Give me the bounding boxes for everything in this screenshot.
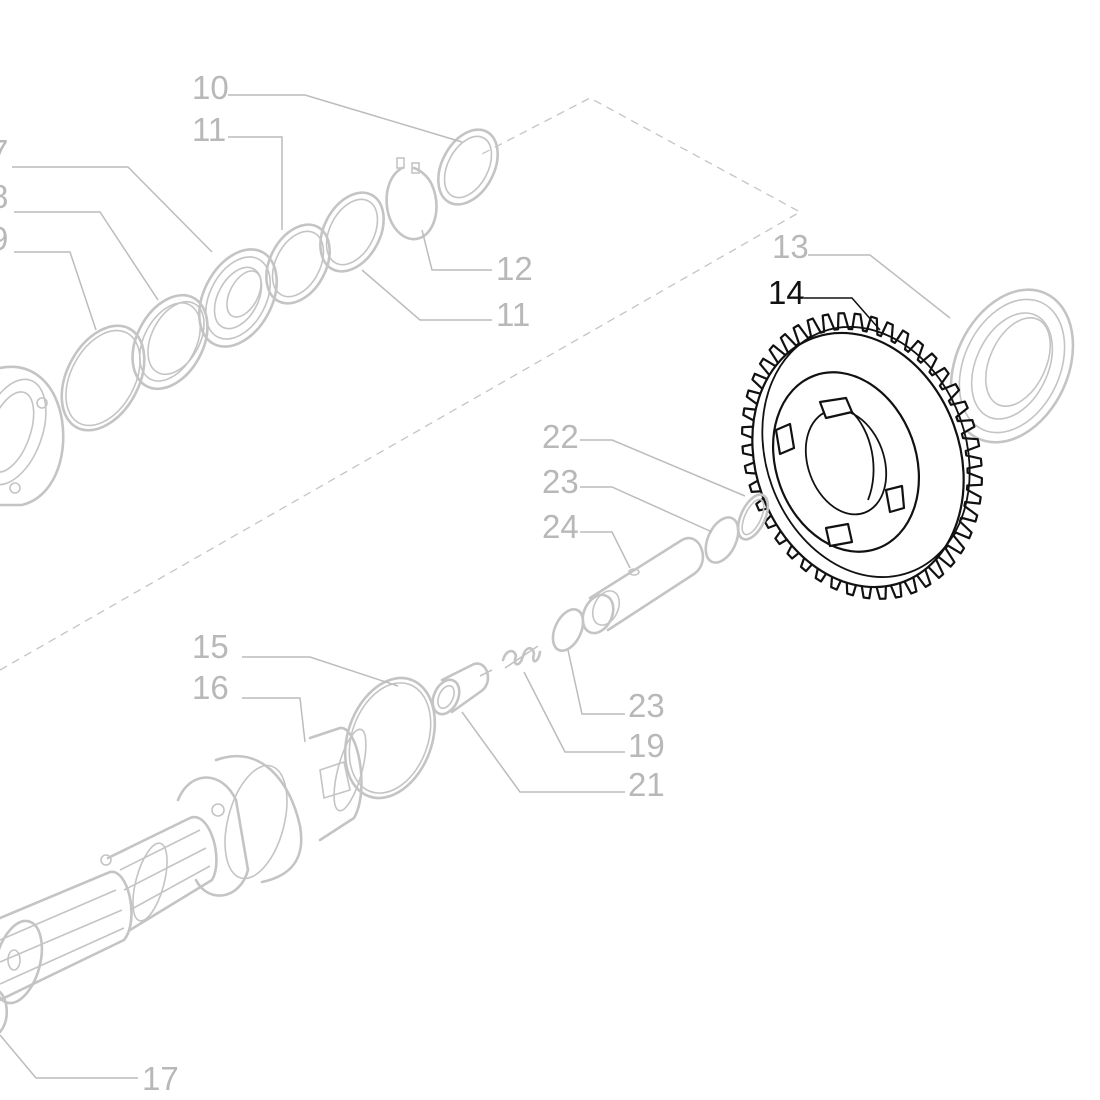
label-14: 14 <box>768 274 805 311</box>
leader-13 <box>808 254 951 319</box>
part-7-bearing[interactable] <box>184 236 293 360</box>
part-23-ring-lower[interactable] <box>547 605 589 656</box>
label-7: 7 <box>0 133 8 170</box>
part-24-pin[interactable] <box>577 536 705 638</box>
part-11-ring-right[interactable] <box>308 182 397 282</box>
leader-23a <box>580 486 713 533</box>
part-11-ring-left[interactable] <box>254 214 343 314</box>
part-14-gear[interactable] <box>718 298 1004 618</box>
label-11-lower: 11 <box>496 296 530 333</box>
label-13: 13 <box>772 228 809 265</box>
leader-21 <box>461 711 625 793</box>
leader-15 <box>242 656 399 687</box>
label-19: 19 <box>628 727 665 764</box>
leader-17 <box>0 1034 138 1079</box>
leader-7 <box>12 166 213 253</box>
leader-9 <box>14 251 97 331</box>
part-12-snap-ring[interactable] <box>385 157 438 241</box>
label-23-lower: 23 <box>628 687 665 724</box>
leader-11a <box>228 136 283 230</box>
leader-16 <box>242 697 306 743</box>
label-21: 21 <box>628 766 665 803</box>
leader-19 <box>523 671 625 753</box>
label-17: 17 <box>142 1060 179 1097</box>
part-9-o-ring[interactable] <box>45 312 161 445</box>
leader-10 <box>228 94 463 143</box>
label-9: 9 <box>0 220 8 257</box>
leader-12 <box>421 229 492 271</box>
part-10-ring[interactable] <box>426 119 509 214</box>
label-10: 10 <box>192 69 229 106</box>
label-8: 8 <box>0 178 8 215</box>
label-11-upper: 11 <box>192 111 226 148</box>
leader-14 <box>804 297 881 331</box>
part-19-spring[interactable] <box>501 645 542 669</box>
part-22-ring[interactable] <box>732 490 774 544</box>
leader-22 <box>580 439 746 497</box>
part-15-o-ring[interactable] <box>329 665 450 810</box>
part-8-ring[interactable] <box>117 282 222 401</box>
label-23-upper: 23 <box>542 463 579 500</box>
part-23-ring-upper[interactable] <box>699 512 745 567</box>
leader-24 <box>580 531 631 569</box>
leader-8 <box>14 211 159 301</box>
part-21-plunger[interactable] <box>428 662 493 719</box>
label-22: 22 <box>542 418 579 455</box>
label-16: 16 <box>192 669 229 706</box>
part-17-ring[interactable] <box>0 990 9 1034</box>
label-24: 24 <box>542 508 579 545</box>
housing-flange <box>0 365 65 507</box>
leader-23b <box>567 649 625 715</box>
leader-11b <box>361 269 492 321</box>
label-15: 15 <box>192 628 229 665</box>
label-12: 12 <box>496 250 533 287</box>
assembly-axis-dashed <box>0 97 802 671</box>
part-16-shaft[interactable] <box>0 726 372 1008</box>
